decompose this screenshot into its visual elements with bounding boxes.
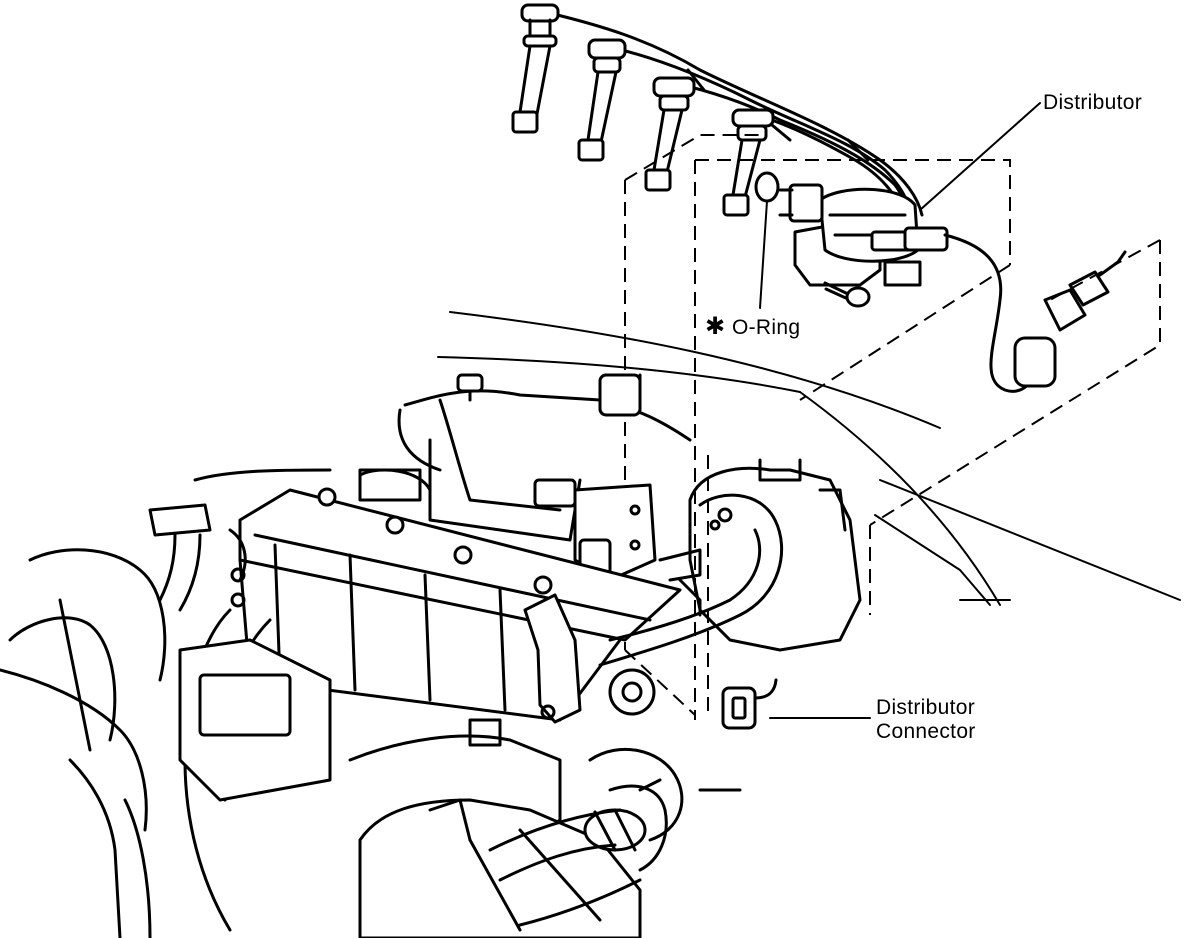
distributor-label: Distributor	[1043, 91, 1142, 114]
spark-plug-wires	[511, 3, 924, 247]
assembly-dashed-lines	[624, 134, 1161, 720]
distributor-assembly	[778, 183, 949, 308]
asterisk-icon: ✱	[705, 312, 726, 340]
ignition-coil-lead	[943, 233, 1127, 393]
plug-boot-2	[577, 38, 627, 162]
distributor-connector-label-line1: Distributor	[876, 696, 975, 719]
body-panel-lines	[437, 311, 1181, 606]
plug-boot-3	[644, 76, 696, 192]
left-hoses	[0, 468, 422, 938]
distributor-connector-label: Distributor Connector	[876, 696, 976, 744]
lower-engine	[178, 608, 742, 938]
engine-block	[238, 102, 1041, 730]
o-ring-label: O-Ring	[732, 316, 801, 339]
front-hose	[488, 784, 668, 927]
plug-boot-4	[722, 108, 775, 217]
plug-boot-1	[511, 3, 560, 134]
o-ring	[754, 171, 780, 309]
distributor-connector-label-line2: Connector	[876, 720, 976, 743]
